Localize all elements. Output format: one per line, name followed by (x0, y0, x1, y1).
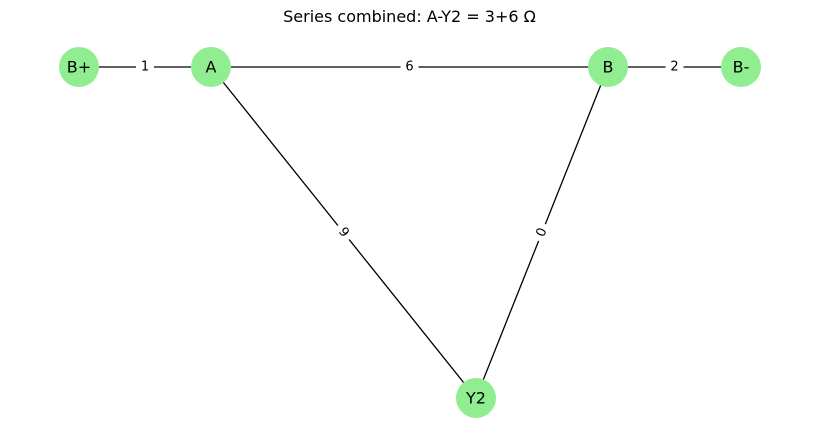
edge-bplus-a: 1 (79, 58, 211, 76)
node-a: A (191, 47, 231, 87)
node-label: B (603, 58, 614, 77)
node-bminus: B- (721, 47, 761, 87)
node-circle (191, 47, 231, 87)
node-circle (456, 378, 496, 418)
edge-label: 1 (141, 60, 149, 75)
edge-label-group: 6 (400, 58, 419, 76)
node-circle (59, 47, 99, 87)
edge-b-y2: 0 (475, 66, 609, 399)
edge-label-group: 9 (330, 219, 357, 246)
edge-label-group: 1 (136, 58, 154, 76)
edge-a-b: 6 (211, 58, 608, 76)
node-circle (721, 47, 761, 87)
edge-label-group: 0 (530, 220, 554, 245)
edge-label: 2 (670, 60, 678, 75)
edge-label-background (665, 58, 684, 76)
node-label: B- (733, 58, 750, 77)
edge-label-background (400, 58, 419, 76)
edge-label-background (530, 220, 554, 245)
edge-label: 6 (405, 60, 413, 75)
node-circle (588, 47, 628, 87)
edge-label-group: 2 (665, 58, 684, 76)
node-y2: Y2 (456, 378, 496, 418)
diagram-title: Series combined: A-Y2 = 3+6 Ω (283, 7, 536, 26)
node-label: A (206, 58, 217, 77)
edge-b-bminus: 2 (608, 58, 741, 76)
edges-layer: 1 6 2 9 0 (79, 58, 741, 399)
edge-label-background (330, 219, 357, 246)
node-label: Y2 (465, 389, 486, 408)
node-b: B (588, 47, 628, 87)
edge-a-y2: 9 (210, 66, 477, 399)
edge-label-background (136, 58, 154, 76)
node-bplus: B+ (59, 47, 99, 87)
node-label: B+ (67, 58, 91, 77)
nodes-layer: B+ A B B- Y2 (59, 47, 761, 418)
